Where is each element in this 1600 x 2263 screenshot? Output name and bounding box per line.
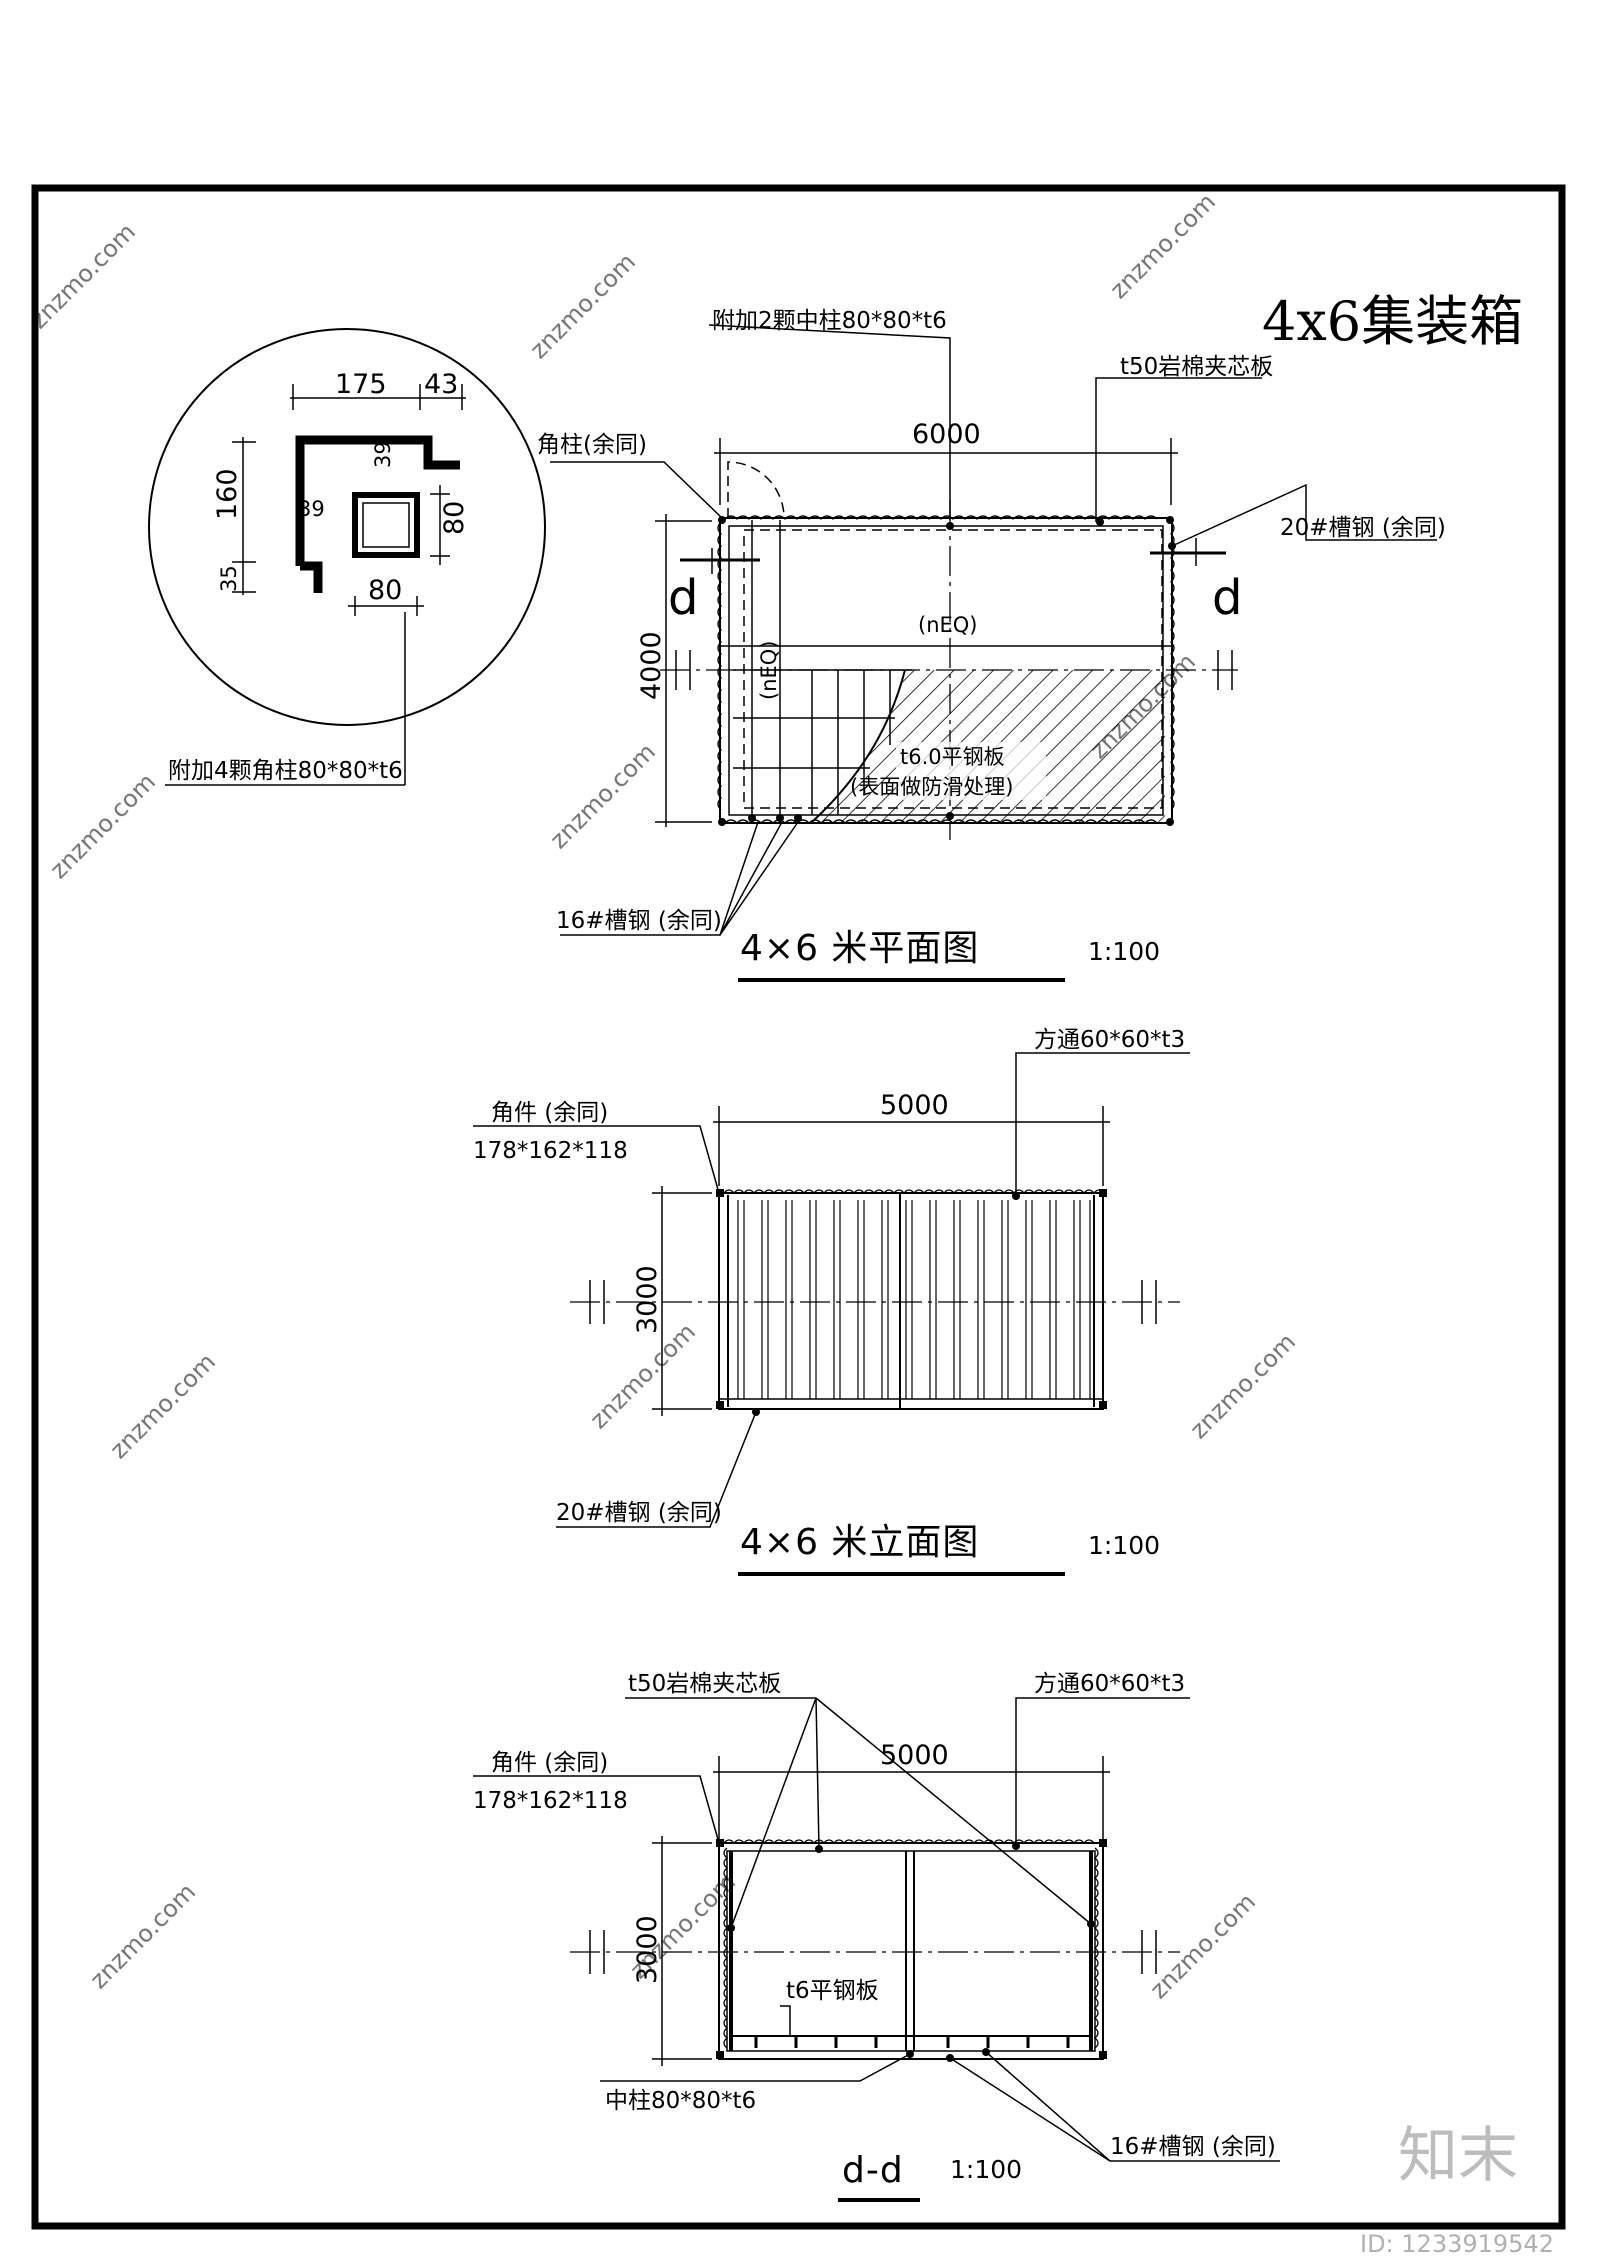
plan-corner-column-label: 角柱(余同) bbox=[537, 432, 647, 458]
section-panel-label: t50岩棉夹芯板 bbox=[628, 1671, 781, 1697]
elevation-corner-fitting-size: 178*162*118 bbox=[473, 1138, 628, 1164]
section-view-title: d-d bbox=[842, 2150, 904, 2191]
watermark-site: znzmo.com bbox=[544, 738, 661, 855]
elevation-view-title: 4×6 米立面图 bbox=[740, 1522, 979, 1563]
detail-dim-39-vertical: 39 bbox=[371, 441, 395, 468]
plan-channel16-label: 16#槽钢 (余同) bbox=[556, 908, 722, 934]
elevation-corner-fitting-label: 角件 (余同) bbox=[491, 1100, 608, 1126]
section-view: 5000 3000 bbox=[473, 1671, 1280, 2202]
elevation-tube-label: 方通60*60*t3 bbox=[1034, 1027, 1185, 1053]
plan-view-title: 4×6 米平面图 bbox=[740, 928, 979, 969]
plan-dim-width: 4000 bbox=[636, 631, 667, 700]
section-dim-height: 3000 bbox=[632, 1915, 663, 1984]
plan-dim-length: 6000 bbox=[912, 419, 981, 450]
section-dim-length: 5000 bbox=[880, 1740, 949, 1771]
plan-plate-note: (表面做防滑处理) bbox=[850, 775, 1013, 799]
watermark-site: znzmo.com bbox=[524, 248, 641, 365]
watermark-id: ID: 1233919542 bbox=[1360, 2230, 1554, 2258]
sheet-border bbox=[31, 184, 1566, 2230]
plan-scale: 1:100 bbox=[1088, 937, 1160, 966]
watermark-site: znzmo.com bbox=[1144, 1888, 1261, 2005]
plan-mid-column-label: 附加2颗中柱80*80*t6 bbox=[712, 308, 947, 334]
drawing-title: 4x6集装箱 bbox=[1262, 290, 1523, 353]
watermark-pattern: znzmo.com znzmo.com znzmo.com znzmo.com … bbox=[24, 188, 1301, 2005]
watermark-site: znzmo.com bbox=[104, 1348, 221, 1465]
watermark-site: znzmo.com bbox=[44, 768, 161, 885]
elevation-dim-height: 3000 bbox=[632, 1265, 663, 1334]
detail-dim-43: 43 bbox=[424, 369, 458, 400]
watermark-site: znzmo.com bbox=[1104, 188, 1221, 305]
detail-dim-80-vertical: 80 bbox=[439, 501, 470, 535]
plan-panel-label: t50岩棉夹芯板 bbox=[1120, 354, 1273, 380]
corner-column-detail: 175 43 160 39 39 35 80 80 附加4颗角柱80*80*t6 bbox=[148, 328, 546, 786]
detail-dim-175: 175 bbox=[335, 369, 387, 400]
plan-view: 6000 4000 (nEQ) (nEQ) bbox=[537, 308, 1446, 982]
section-plate-label: t6平钢板 bbox=[786, 1978, 879, 2004]
watermark-site: znzmo.com bbox=[84, 1878, 201, 1995]
section-scale: 1:100 bbox=[950, 2155, 1022, 2184]
elevation-view: 5000 3000 bbox=[473, 1027, 1190, 1576]
watermark-site: znzmo.com bbox=[24, 218, 141, 335]
plan-plate-label: t6.0平钢板 bbox=[900, 745, 1005, 769]
section-channel16-label: 16#槽钢 (余同) bbox=[1110, 2134, 1276, 2160]
detail-dim-160: 160 bbox=[212, 468, 243, 520]
watermark-brand: 知末 bbox=[1398, 2121, 1518, 2191]
watermark-site: znzmo.com bbox=[1184, 1328, 1301, 1445]
watermark-site: znzmo.com bbox=[584, 1318, 701, 1435]
plan-section-mark-right: d bbox=[1212, 570, 1242, 626]
section-corner-fitting-label: 角件 (余同) bbox=[491, 1750, 608, 1776]
section-corner-fitting-size: 178*162*118 bbox=[473, 1788, 628, 1814]
elevation-channel20-label: 20#槽钢 (余同) bbox=[556, 1500, 722, 1526]
plan-neq-horizontal: (nEQ) bbox=[918, 613, 978, 637]
plan-section-mark-left: d bbox=[668, 570, 698, 626]
detail-dim-39: 39 bbox=[298, 497, 325, 521]
elevation-scale: 1:100 bbox=[1088, 1531, 1160, 1560]
plan-channel20-label: 20#槽钢 (余同) bbox=[1280, 515, 1446, 541]
elevation-dim-length: 5000 bbox=[880, 1090, 949, 1121]
section-tube-label: 方通60*60*t3 bbox=[1034, 1671, 1185, 1697]
detail-corner-column-label: 附加4颗角柱80*80*t6 bbox=[168, 758, 403, 784]
detail-dim-35: 35 bbox=[217, 565, 241, 592]
detail-dim-80: 80 bbox=[368, 575, 402, 606]
section-mid-column-label: 中柱80*80*t6 bbox=[605, 2088, 756, 2114]
